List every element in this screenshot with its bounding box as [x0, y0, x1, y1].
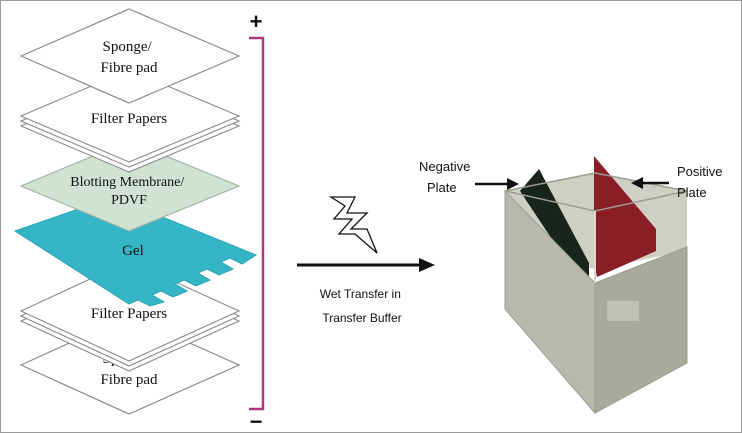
positive-plate	[594, 156, 656, 277]
sponge-top-label-1: Sponge/	[103, 39, 153, 55]
minus-sign: −	[250, 409, 263, 433]
filter-top-layer: Filter Papers	[19, 69, 241, 173]
transfer-arrow	[297, 258, 435, 272]
polarity-bracket: + −	[249, 9, 265, 433]
positive-arrow	[631, 177, 669, 189]
sponge-top-sheet	[19, 8, 241, 104]
lightning-bolt-icon	[328, 196, 378, 254]
sponge-top-label-2: Fibre pad	[100, 60, 158, 76]
filter-bottom-layer: Filter Papers	[19, 260, 241, 372]
membrane-label-2: PDVF	[111, 193, 147, 208]
membrane-layer: Blotting Membrane/ PDVF	[19, 140, 241, 232]
positive-label-1: Positive	[677, 164, 723, 179]
sponge-top-layer: Sponge/ Fibre pad	[19, 8, 241, 104]
gel-label: Gel	[122, 243, 144, 259]
transfer-tank	[504, 156, 688, 415]
filter-bottom-label: Filter Papers	[91, 306, 167, 322]
plus-sign: +	[250, 9, 263, 34]
tank-side	[594, 246, 688, 414]
tank-highlight	[607, 301, 639, 321]
transfer-label-2: Transfer Buffer	[322, 311, 401, 325]
gel-slab	[13, 196, 258, 307]
negative-arrow	[475, 178, 519, 190]
svg-text:Negative Plate: Negative Plate	[419, 159, 474, 195]
bracket-line	[249, 36, 265, 411]
positive-label-2: Plate	[677, 185, 707, 200]
filter-top-label: Filter Papers	[91, 111, 167, 127]
svg-text:Positive Plate: Positive Plate	[677, 164, 726, 200]
svg-text:Blotting Membrane/ PDVF: Blotting Membrane/ PDVF	[70, 175, 187, 208]
svg-text:Sponge/ Fibre pad: Sponge/ Fibre pad	[100, 39, 158, 76]
negative-label-2: Plate	[427, 180, 457, 195]
negative-label-1: Negative	[419, 159, 470, 174]
membrane-label-1: Blotting Membrane/	[70, 175, 184, 190]
transfer-label-1: Wet Transfer in	[320, 287, 401, 301]
svg-text:Wet Transfer in Transfer B: Wet Transfer in Transfer Buffer	[320, 287, 404, 325]
tank-rim	[504, 172, 688, 212]
sponge-bottom-label-2: Fibre pad	[100, 372, 158, 388]
gel-layer: Gel	[13, 196, 258, 307]
